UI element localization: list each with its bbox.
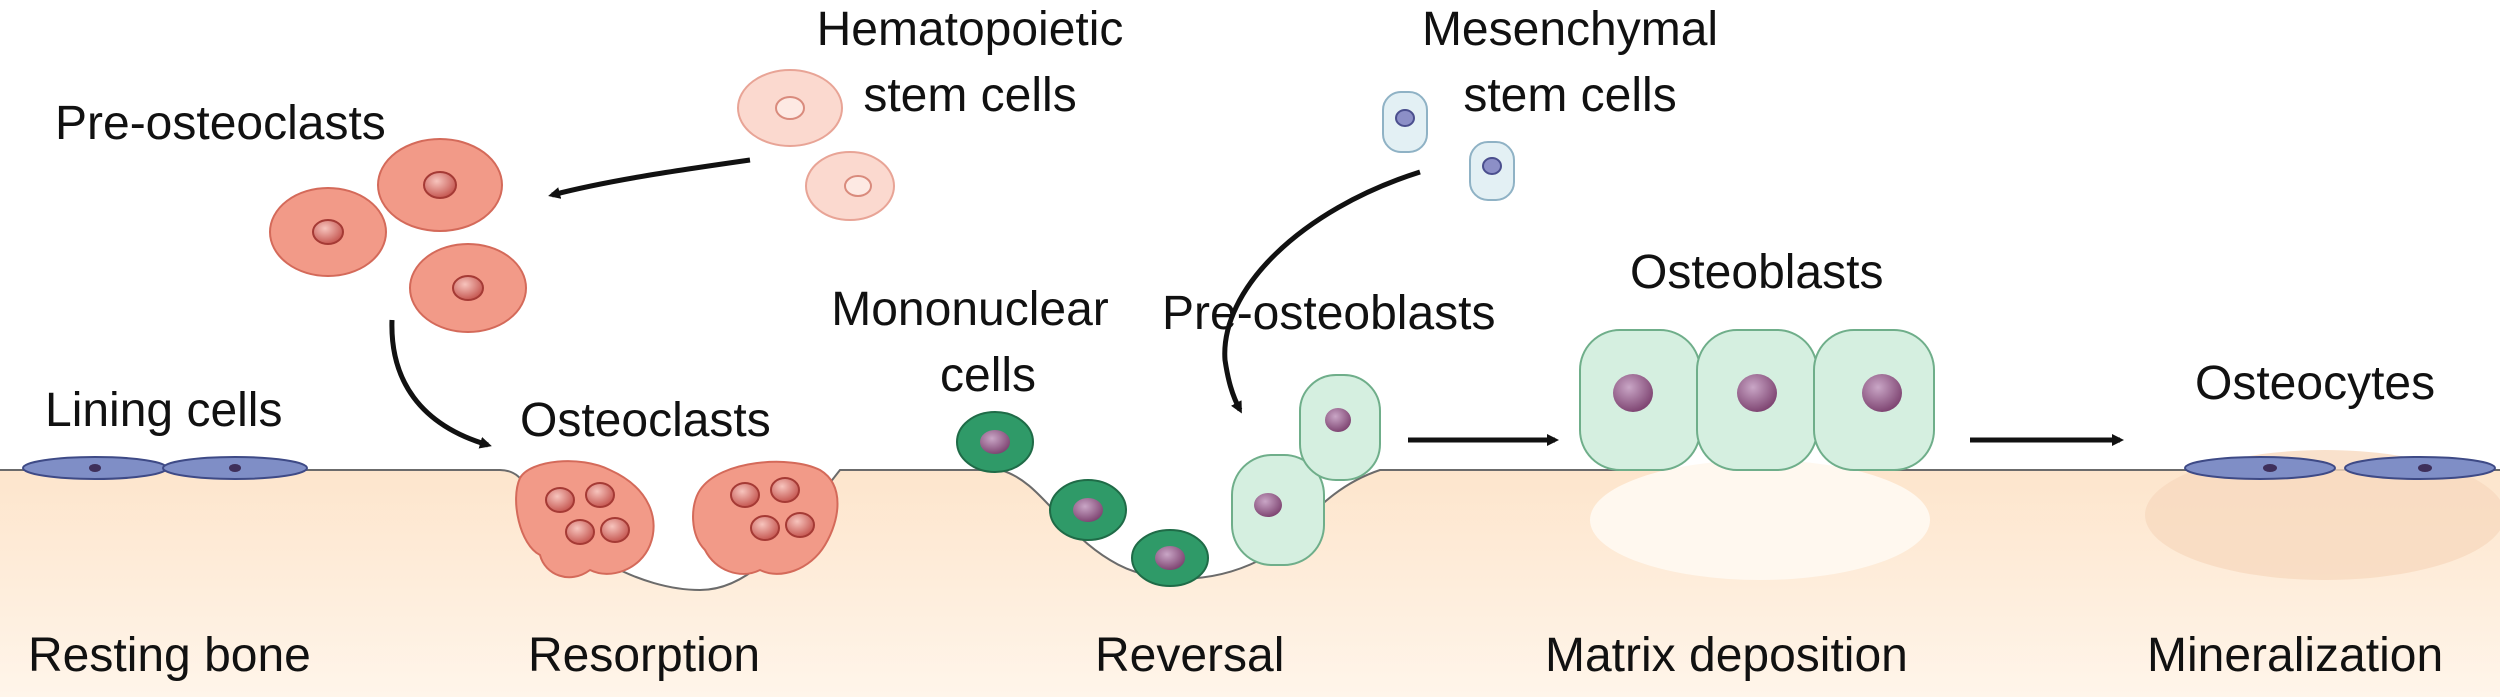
pre-osteoblast-cells (1231, 374, 1381, 566)
stage-matrix-deposition: Matrix deposition (1545, 629, 1908, 682)
osteoblast-cells (1579, 329, 1935, 471)
label-osteoclasts: Osteoclasts (520, 394, 771, 447)
stage-reversal: Reversal (1095, 629, 1285, 682)
label-mesenchymal: Mesenchymal (1421, 3, 1719, 56)
label-osteoblasts: Osteoblasts (1630, 246, 1884, 299)
label-hematopoietic: Hematopoietic (816, 3, 1124, 56)
mononuclear-cells (956, 411, 1209, 587)
arrow-preosteoclasts-to-osteoclasts (389, 319, 492, 449)
arrow-msc-to-preosteoblasts (1222, 169, 1421, 414)
hematopoietic-stem-cells (737, 69, 895, 221)
label-hematopoietic-line2: stem cells (863, 69, 1077, 122)
label-mononuclear-line2: cells (940, 349, 1037, 402)
pre-osteoclast-cells (269, 138, 527, 333)
mesenchymal-stem-cells (1382, 91, 1515, 201)
new-matrix-zone (1590, 460, 1930, 580)
lining-cells (22, 456, 308, 480)
stage-resting-bone: Resting bone (28, 629, 311, 682)
osteocyte-cells (2184, 456, 2496, 480)
mineralized-zone (2145, 450, 2500, 580)
label-pre-osteoblasts: Pre-osteoblasts (1162, 287, 1496, 340)
arrow-hsc-to-preosteoclasts (548, 157, 751, 199)
stage-mineralization: Mineralization (2147, 629, 2444, 682)
stage-resorption: Resorption (528, 629, 761, 682)
label-lining-cells: Lining cells (45, 384, 283, 437)
label-osteocytes: Osteocytes (2195, 357, 2436, 410)
label-pre-osteoclasts: Pre-osteoclasts (55, 97, 386, 150)
label-mesenchymal-line2: stem cells (1463, 69, 1677, 122)
osteoclast-cells (515, 460, 839, 579)
label-mononuclear: Mononuclear (831, 283, 1109, 336)
